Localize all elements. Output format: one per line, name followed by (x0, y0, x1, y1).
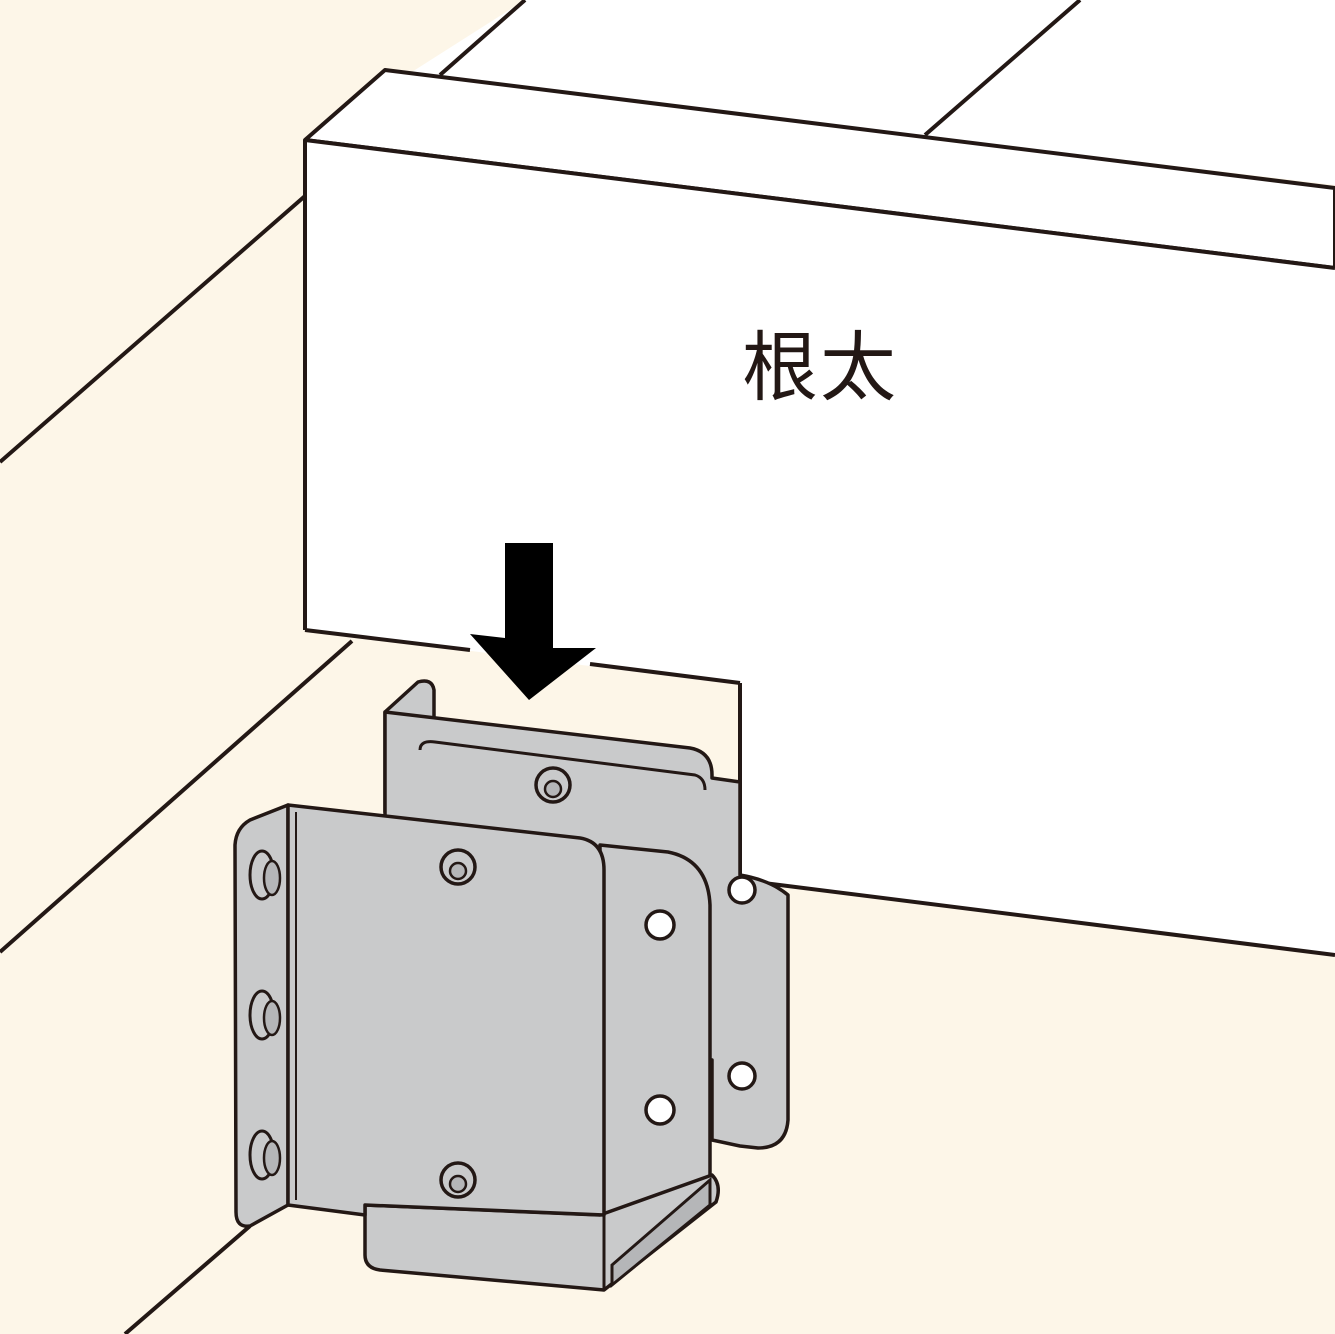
screw-hole (439, 848, 477, 886)
joist-label: 根太 (742, 323, 898, 412)
flange-bolt (248, 849, 282, 901)
arrow-down-icon (470, 543, 596, 700)
flange-bolt (248, 1129, 282, 1181)
sill-beam-upper (0, 0, 1335, 464)
flange-bolt (248, 989, 282, 1041)
joist-block (303, 68, 1335, 957)
bracket-front-plate (233, 803, 720, 1292)
screw-hole (439, 1161, 477, 1199)
